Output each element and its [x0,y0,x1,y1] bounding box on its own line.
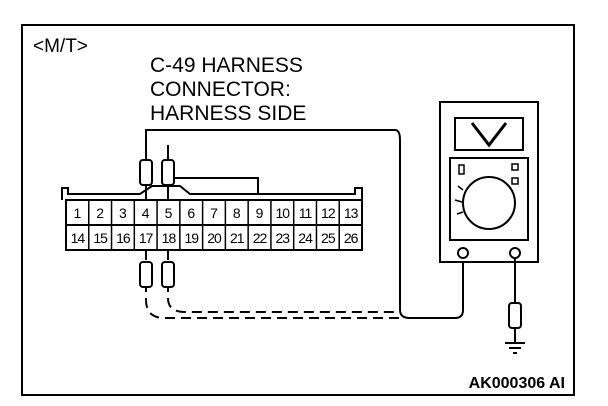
pin-number-18: 18 [162,230,177,246]
pin-number-2: 2 [96,205,104,221]
pin-number-6: 6 [187,205,195,221]
pin-number-21: 21 [230,230,245,246]
pin-number-16: 16 [116,230,131,246]
pin-number-13: 13 [344,205,359,221]
test-probe-icon [161,261,175,288]
test-probe-icon [139,159,153,200]
pin-number-15: 15 [93,230,108,246]
pin-number-12: 12 [321,205,336,221]
meter-dial [462,176,516,230]
pin-number-11: 11 [299,205,313,221]
pin-number-14: 14 [71,230,86,246]
pin-number-8: 8 [233,205,241,221]
pin-number-1: 1 [73,205,81,221]
pin-number-3: 3 [119,205,127,221]
voltmeter-icon [439,101,539,263]
pin-number-5: 5 [165,205,173,221]
pin-number-20: 20 [207,230,222,246]
meter-display [454,117,524,151]
pin-number-19: 19 [184,230,199,246]
meter-v-glyph [470,122,508,148]
meter-body [439,101,539,263]
wire-pin5-jumper [167,177,259,200]
connector-label-line3: HARNESS SIDE [150,102,306,125]
pin-number-17: 17 [139,230,154,246]
meter-dial-panel [449,157,529,241]
pin-number-23: 23 [276,230,291,246]
connector-shell [61,185,363,200]
wire-pin4-to-meter [145,129,464,319]
figure-frame [21,24,575,396]
pin-number-22: 22 [253,230,268,246]
pin-number-7: 7 [210,205,218,221]
meter-jack-v [509,247,521,259]
pin-number-4: 4 [142,205,150,221]
dashed-wire-pin18 [167,250,400,313]
pin-number-26: 26 [344,230,359,246]
transmission-tag: <M/T> [33,36,88,57]
ground-symbol-icon [505,342,525,354]
meter-jack-com [457,247,469,259]
pin-number-25: 25 [321,230,336,246]
pin-number-10: 10 [276,205,291,221]
test-probe-icon [139,261,153,288]
pin-number-24: 24 [298,230,313,246]
test-probe-icon [508,302,522,343]
connector-label-line2: CONNECTOR: [150,78,291,101]
connector-label-line1: C-49 HARNESS [150,54,303,77]
pin-number-9: 9 [256,205,264,221]
figure-id: AK000306 AI [469,375,565,392]
dashed-wire-pin17 [145,250,400,319]
test-probe-icon [161,159,175,200]
